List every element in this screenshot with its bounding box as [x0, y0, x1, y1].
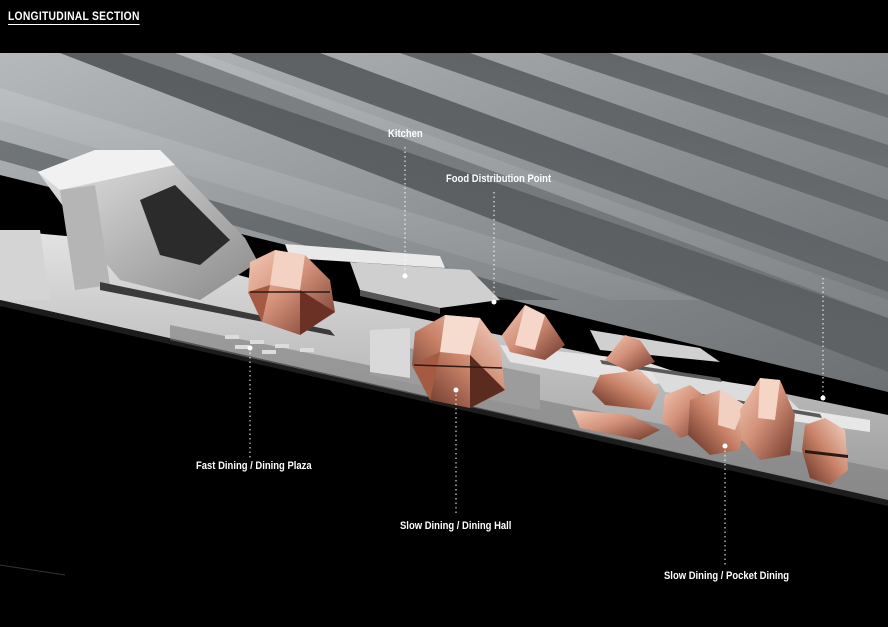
pod-pocket-4 [688, 390, 745, 455]
pod-dining-hall-2 [502, 305, 565, 360]
dining-hall-wall [370, 328, 410, 378]
upper-walkway [285, 244, 445, 268]
roof-band [120, 53, 888, 318]
pod-fast-dining [248, 250, 335, 335]
pod-dining-hall [412, 315, 505, 408]
floor-lower [170, 325, 888, 500]
terrace [590, 330, 720, 362]
base-line [0, 564, 66, 576]
roof-band [60, 53, 888, 372]
entrance-ramp-void [140, 185, 230, 265]
pod-pocket-6 [802, 418, 848, 485]
roof-band [540, 53, 888, 168]
kitchen-platform-edge [360, 290, 440, 314]
label-food-distribution: Food Distribution Point [446, 173, 552, 185]
kitchen-platform [350, 262, 500, 308]
entrance-wall [0, 230, 50, 300]
ground-mass [0, 300, 888, 627]
label-slow-dining-hall: Slow Dining / Dining Hall [400, 520, 512, 532]
roof-band [230, 53, 888, 292]
page-title: LONGITUDINAL SECTION [8, 9, 140, 25]
entrance-ramp-top [38, 150, 175, 190]
roof-band [690, 53, 888, 118]
roof-band [0, 88, 700, 300]
leader-lines [249, 147, 824, 565]
leader-dots [247, 273, 826, 449]
pod-pocket-1 [605, 335, 655, 372]
roof-band [400, 53, 888, 222]
pod-pocket-5 [740, 378, 795, 460]
pod-pocket-2 [572, 370, 660, 440]
label-kitchen: Kitchen [388, 128, 423, 140]
entrance-column [60, 185, 110, 290]
label-pocket-dining: Slow Dining / Pocket Dining [664, 570, 790, 582]
label-fast-dining: Fast Dining / Dining Plaza [196, 460, 312, 472]
plaza-furniture [225, 335, 314, 354]
